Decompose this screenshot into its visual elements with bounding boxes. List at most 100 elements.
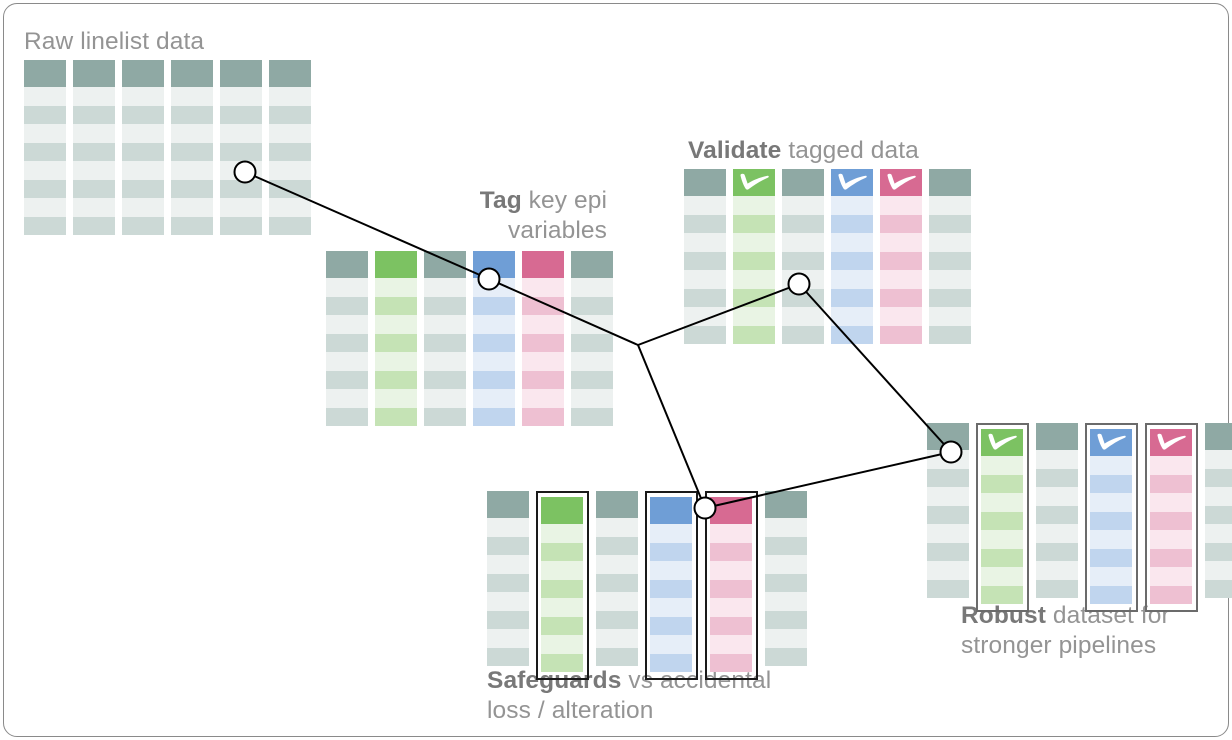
table-column (880, 169, 922, 344)
table-cell (326, 389, 368, 408)
table-cell (122, 124, 164, 143)
column-cells (326, 251, 368, 426)
column-cells (73, 60, 115, 235)
table-cell (733, 325, 775, 344)
column-header-cell (522, 251, 564, 278)
table-cell (650, 635, 692, 654)
table-cell (831, 325, 873, 344)
table-cell (473, 296, 515, 315)
table-column (24, 60, 66, 235)
table-column (522, 251, 564, 426)
table-cell (650, 524, 692, 543)
table-cell (831, 307, 873, 326)
table-cell (171, 142, 213, 161)
table-cell (1036, 505, 1078, 524)
table-cell (24, 161, 66, 180)
table-cell (541, 598, 583, 617)
caption-emphasis: Robust (961, 602, 1046, 629)
table-cell (710, 524, 752, 543)
table-column (1036, 423, 1078, 612)
table-cell (375, 333, 417, 352)
table-cell (24, 124, 66, 143)
table-cell (733, 270, 775, 289)
table-cell (375, 370, 417, 389)
table-column (571, 251, 613, 426)
column-header-cell (220, 60, 262, 87)
table-cell (596, 573, 638, 592)
table-cell (171, 198, 213, 217)
table-cell (1150, 493, 1192, 512)
table-column (645, 491, 698, 680)
table-cell (424, 352, 466, 371)
table-cell (473, 278, 515, 297)
table-cell (24, 216, 66, 235)
table-cell (880, 270, 922, 289)
table-cell (487, 536, 529, 555)
table-column (424, 251, 466, 426)
column-cells (220, 60, 262, 235)
table-cell (927, 450, 969, 469)
table-cell (650, 561, 692, 580)
table-cell (24, 198, 66, 217)
table-column (596, 491, 638, 680)
table-cell (981, 548, 1023, 567)
caption-robust-dataset: Robust dataset for stronger pipelines (961, 601, 1232, 661)
table-cell (571, 333, 613, 352)
table-column (326, 251, 368, 426)
table-cell (522, 278, 564, 297)
column-header-cell (487, 491, 529, 518)
table-cell (220, 87, 262, 106)
table-cell (782, 251, 824, 270)
table-cell (710, 542, 752, 561)
column-header-cell (269, 60, 311, 87)
table-cell (929, 325, 971, 344)
table-cell (269, 142, 311, 161)
table-cell (831, 288, 873, 307)
table-cell (684, 270, 726, 289)
table-cell (571, 278, 613, 297)
table-cell (571, 315, 613, 334)
table-cell (880, 288, 922, 307)
table-cell (981, 493, 1023, 512)
table-cell (650, 653, 692, 672)
table-cell (73, 142, 115, 161)
table-cell (765, 555, 807, 574)
table-cell (424, 278, 466, 297)
table-cell (1205, 487, 1232, 506)
table-column (782, 169, 824, 344)
table-cell (1150, 530, 1192, 549)
table-cell (487, 629, 529, 648)
table-cell (122, 216, 164, 235)
table-cell (269, 105, 311, 124)
table-cell (424, 315, 466, 334)
table-column (705, 491, 758, 680)
caption-text: Raw linelist data (24, 28, 205, 55)
table-cell (650, 579, 692, 598)
table-cell (981, 585, 1023, 604)
table-cell (831, 214, 873, 233)
column-header-cell (596, 491, 638, 518)
table-raw-linelist-data (24, 60, 311, 235)
check-icon (740, 173, 769, 190)
table-tag-key-epi (326, 251, 613, 426)
table-cell (650, 616, 692, 635)
table-cell (269, 179, 311, 198)
column-cells (684, 169, 726, 344)
table-cell (1090, 511, 1132, 530)
table-cell (522, 407, 564, 426)
column-header-cell (1090, 429, 1132, 456)
column-cells (473, 251, 515, 426)
table-cell (929, 288, 971, 307)
table-cell (733, 251, 775, 270)
table-cell (473, 370, 515, 389)
column-cells (1090, 429, 1132, 604)
table-cell (782, 325, 824, 344)
column-cells (571, 251, 613, 426)
table-column (1145, 423, 1198, 612)
table-cell (710, 579, 752, 598)
table-cell (487, 610, 529, 629)
table-cell (522, 315, 564, 334)
table-cell (424, 333, 466, 352)
table-cell (927, 468, 969, 487)
table-cell (1036, 524, 1078, 543)
